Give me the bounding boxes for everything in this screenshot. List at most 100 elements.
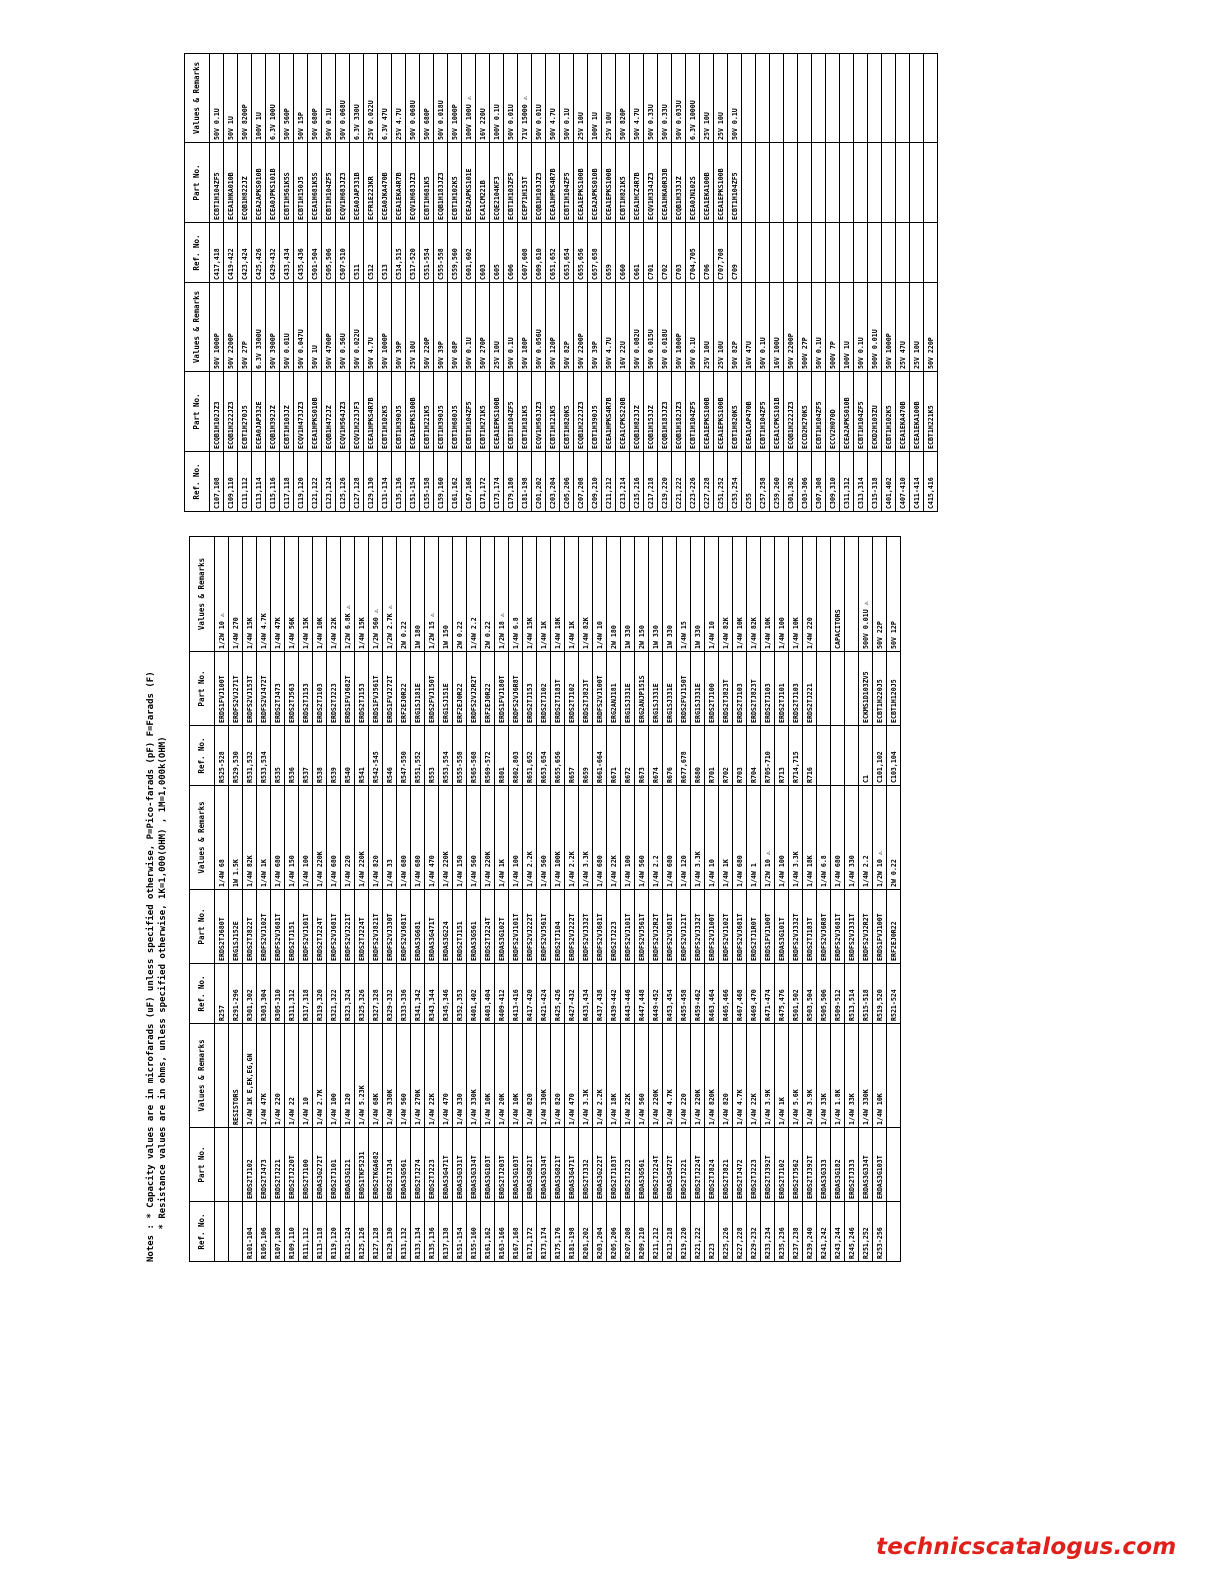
- part-cell: ERDS2TJ822T: [242, 889, 257, 964]
- value-cell: 1/4W 20K: [494, 1023, 509, 1128]
- part-cell: ERDS2FVJ150T: [676, 651, 691, 726]
- ref-cell: [783, 222, 798, 283]
- value-cell: [769, 53, 784, 143]
- value-cell: 50V 82P: [559, 282, 574, 372]
- value-cell: 1/4W 220: [802, 536, 817, 652]
- value-cell: 50V 0.56U: [335, 282, 350, 372]
- ref-cell: C559,560: [447, 222, 462, 283]
- part-cell: ERDS2TJ153: [354, 651, 369, 726]
- value-cell: 100V 1U: [251, 53, 266, 143]
- value-cell: 1/4W 680: [830, 785, 845, 890]
- value-cell: 1/4W 10: [298, 1023, 313, 1128]
- part-cell: ERDS2TJ102: [536, 651, 551, 726]
- part-cell: ECEA1HPKS010B: [307, 371, 322, 452]
- part-cell: ERDAS3G103T: [872, 1127, 887, 1202]
- value-cell: 50V 15P: [293, 53, 308, 143]
- part-cell: ERDS2TJ223: [746, 1127, 761, 1202]
- value-cell: 1/4W 5.23K: [354, 1023, 369, 1128]
- part-cell: ERDAS3G103T: [480, 1127, 495, 1202]
- value-cell: [825, 53, 840, 143]
- col-ref-header: Ref. No.: [189, 725, 215, 786]
- part-cell: ERDS2TJ101: [774, 651, 789, 726]
- ref-cell: R501,502: [788, 963, 803, 1024]
- part-cell: ECFR1E223KR: [363, 142, 378, 223]
- value-cell: 50V 680P: [307, 53, 322, 143]
- part-cell: [867, 142, 882, 223]
- ref-cell: C513: [377, 222, 392, 283]
- col-part-header: Part No.: [189, 651, 215, 726]
- ref-cell: C167,168: [461, 451, 476, 512]
- ref-cell: R703: [732, 725, 747, 786]
- ref-cell: R459-462: [690, 963, 705, 1024]
- value-cell: 1/4W 3.3K: [788, 785, 803, 890]
- part-cell: ECEA1EPKS100B: [405, 371, 420, 452]
- value-cell: 1/2W 6.8K ⚠: [340, 536, 355, 652]
- value-cell: 2W 180: [606, 536, 621, 652]
- part-cell: ECBT1H271K5: [475, 371, 490, 452]
- part-cell: ECQV1H683JZ3: [335, 142, 350, 223]
- part-cell: ECEA1HCZ4R7B: [629, 142, 644, 223]
- value-cell: 50V 27P: [237, 282, 252, 372]
- col-part-header: Part No.: [184, 371, 210, 452]
- part-cell: ECBT1H390J5: [433, 371, 448, 452]
- value-cell: 1/4W 820: [368, 785, 383, 890]
- ref-cell: R329-332: [382, 963, 397, 1024]
- value-cell: 1/4W 150: [452, 785, 467, 890]
- part-cell: ECBT1H120J5: [886, 651, 901, 726]
- ref-cell: C103,104: [886, 725, 901, 786]
- value-cell: 1/4W 1K: [774, 1023, 789, 1128]
- part-cell: ECQB1H222JZ3: [223, 371, 238, 452]
- value-cell: 1/4W 2.2K: [522, 785, 537, 890]
- ref-cell: R533,534: [256, 725, 271, 786]
- part-cell: ERDS2TJ473: [256, 1127, 271, 1202]
- value-cell: 50V 1000P: [447, 53, 462, 143]
- ref-cell: R161,162: [480, 1201, 495, 1262]
- value-cell: 50V 1800P: [671, 282, 686, 372]
- ref-cell: C213,214: [615, 451, 630, 512]
- value-cell: 50V 2200P: [223, 282, 238, 372]
- ref-cell: R175,176: [550, 1201, 565, 1262]
- value-cell: 50V 180P: [517, 282, 532, 372]
- part-cell: ERDFS2VJ102T: [718, 889, 733, 964]
- col-ref-header: Ref. No.: [189, 963, 215, 1024]
- value-cell: 25V 47U: [895, 282, 910, 372]
- part-cell: ERDS2TJ101: [326, 1127, 341, 1202]
- value-cell: 1/4W 4.7K: [732, 1023, 747, 1128]
- value-cell: 6.3V 3300U: [251, 282, 266, 372]
- part-cell: ECQV1H334JZ3: [643, 142, 658, 223]
- part-cell: ERDFS2VJ332T: [788, 889, 803, 964]
- value-cell: 50V 0.1U: [755, 282, 770, 372]
- ref-cell: R541: [354, 725, 369, 786]
- ref-cell: R661-664: [592, 725, 607, 786]
- part-cell: ERDS2TJ223: [620, 1127, 635, 1202]
- value-cell: 50V 0.068U: [335, 53, 350, 143]
- part-cell: ECEA0JPKS101B: [265, 142, 280, 223]
- part-cell: ECQV1H683JZ3: [405, 142, 420, 223]
- ref-cell: R113-118: [312, 1201, 327, 1262]
- ref-cell: R235,236: [774, 1201, 789, 1262]
- ref-cell: R121-124: [340, 1201, 355, 1262]
- part-cell: ECEA2APKS101E: [461, 142, 476, 223]
- part-cell: ECBT1H220J5: [872, 651, 887, 726]
- ref-cell: R521-524: [886, 963, 901, 1024]
- part-cell: ERDS1FVJ682T: [340, 651, 355, 726]
- ref-cell: R475,476: [774, 963, 789, 1024]
- part-cell: ERDS2TJ223: [606, 889, 621, 964]
- part-cell: ERDS2FVJ150T: [424, 651, 439, 726]
- ref-cell: C407-410: [895, 451, 910, 512]
- value-cell: 1/4W 47K: [270, 536, 285, 652]
- ref-cell: R345,346: [438, 963, 453, 1024]
